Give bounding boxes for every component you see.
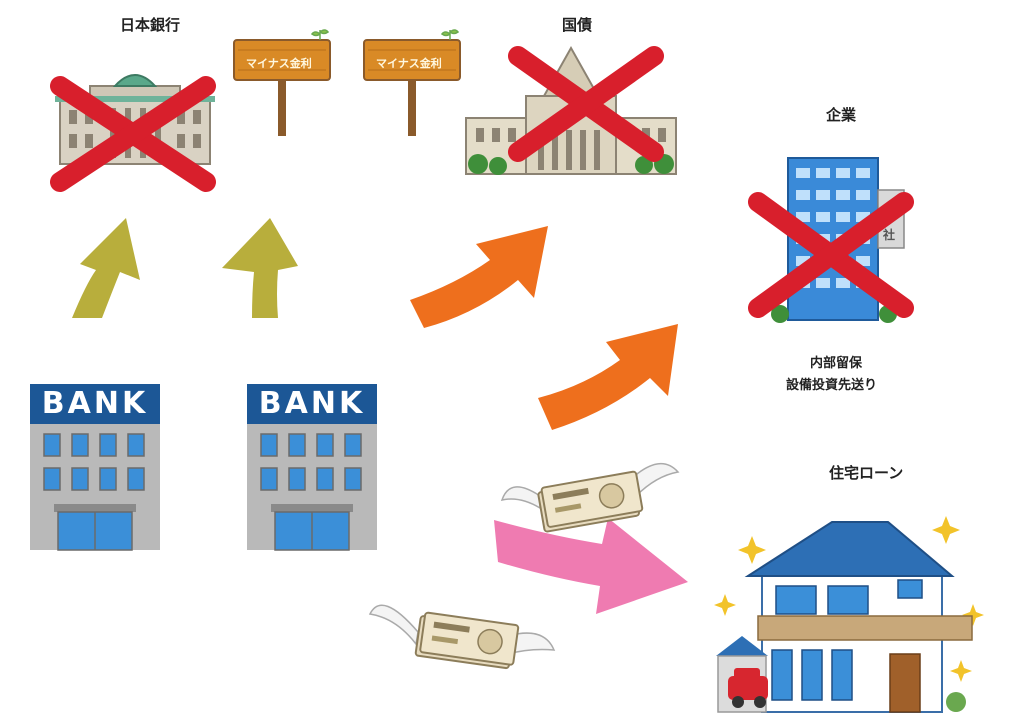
corp-note-postponed-investment: 設備投資先送り — [786, 378, 878, 393]
corp-label: 企業 — [826, 106, 857, 124]
sign-2-text: マイナス金利 — [376, 57, 442, 70]
jgb-cross-icon — [508, 46, 664, 162]
pink-arrow-icon — [494, 518, 688, 614]
olive-arrow-2-icon — [222, 218, 298, 318]
bank-2-building-icon — [247, 384, 377, 551]
jgb-label: 国債 — [562, 16, 593, 34]
sign-post-2-icon — [363, 29, 461, 136]
bank-1-building-icon — [30, 384, 160, 551]
housing-label: 住宅ローン — [829, 464, 904, 482]
orange-arrow-1-icon — [410, 226, 548, 328]
sign-1-text: マイナス金利 — [246, 57, 312, 70]
flying-money-1-icon — [500, 463, 680, 533]
sign-post-1-icon — [233, 29, 331, 136]
house-icon — [714, 516, 984, 713]
company-sign-text: 社 — [883, 228, 896, 242]
corp-note-retained-earnings: 内部留保 — [810, 356, 863, 371]
bank-1-title: BANK — [41, 386, 149, 421]
boj-cross-icon — [50, 76, 216, 192]
corp-cross-icon — [748, 192, 914, 318]
olive-arrow-1-icon — [72, 218, 140, 318]
bank-2-title: BANK — [258, 386, 366, 421]
boj-label: 日本銀行 — [120, 16, 181, 34]
orange-arrow-2-icon — [538, 324, 678, 430]
flying-money-2-icon — [368, 604, 556, 670]
